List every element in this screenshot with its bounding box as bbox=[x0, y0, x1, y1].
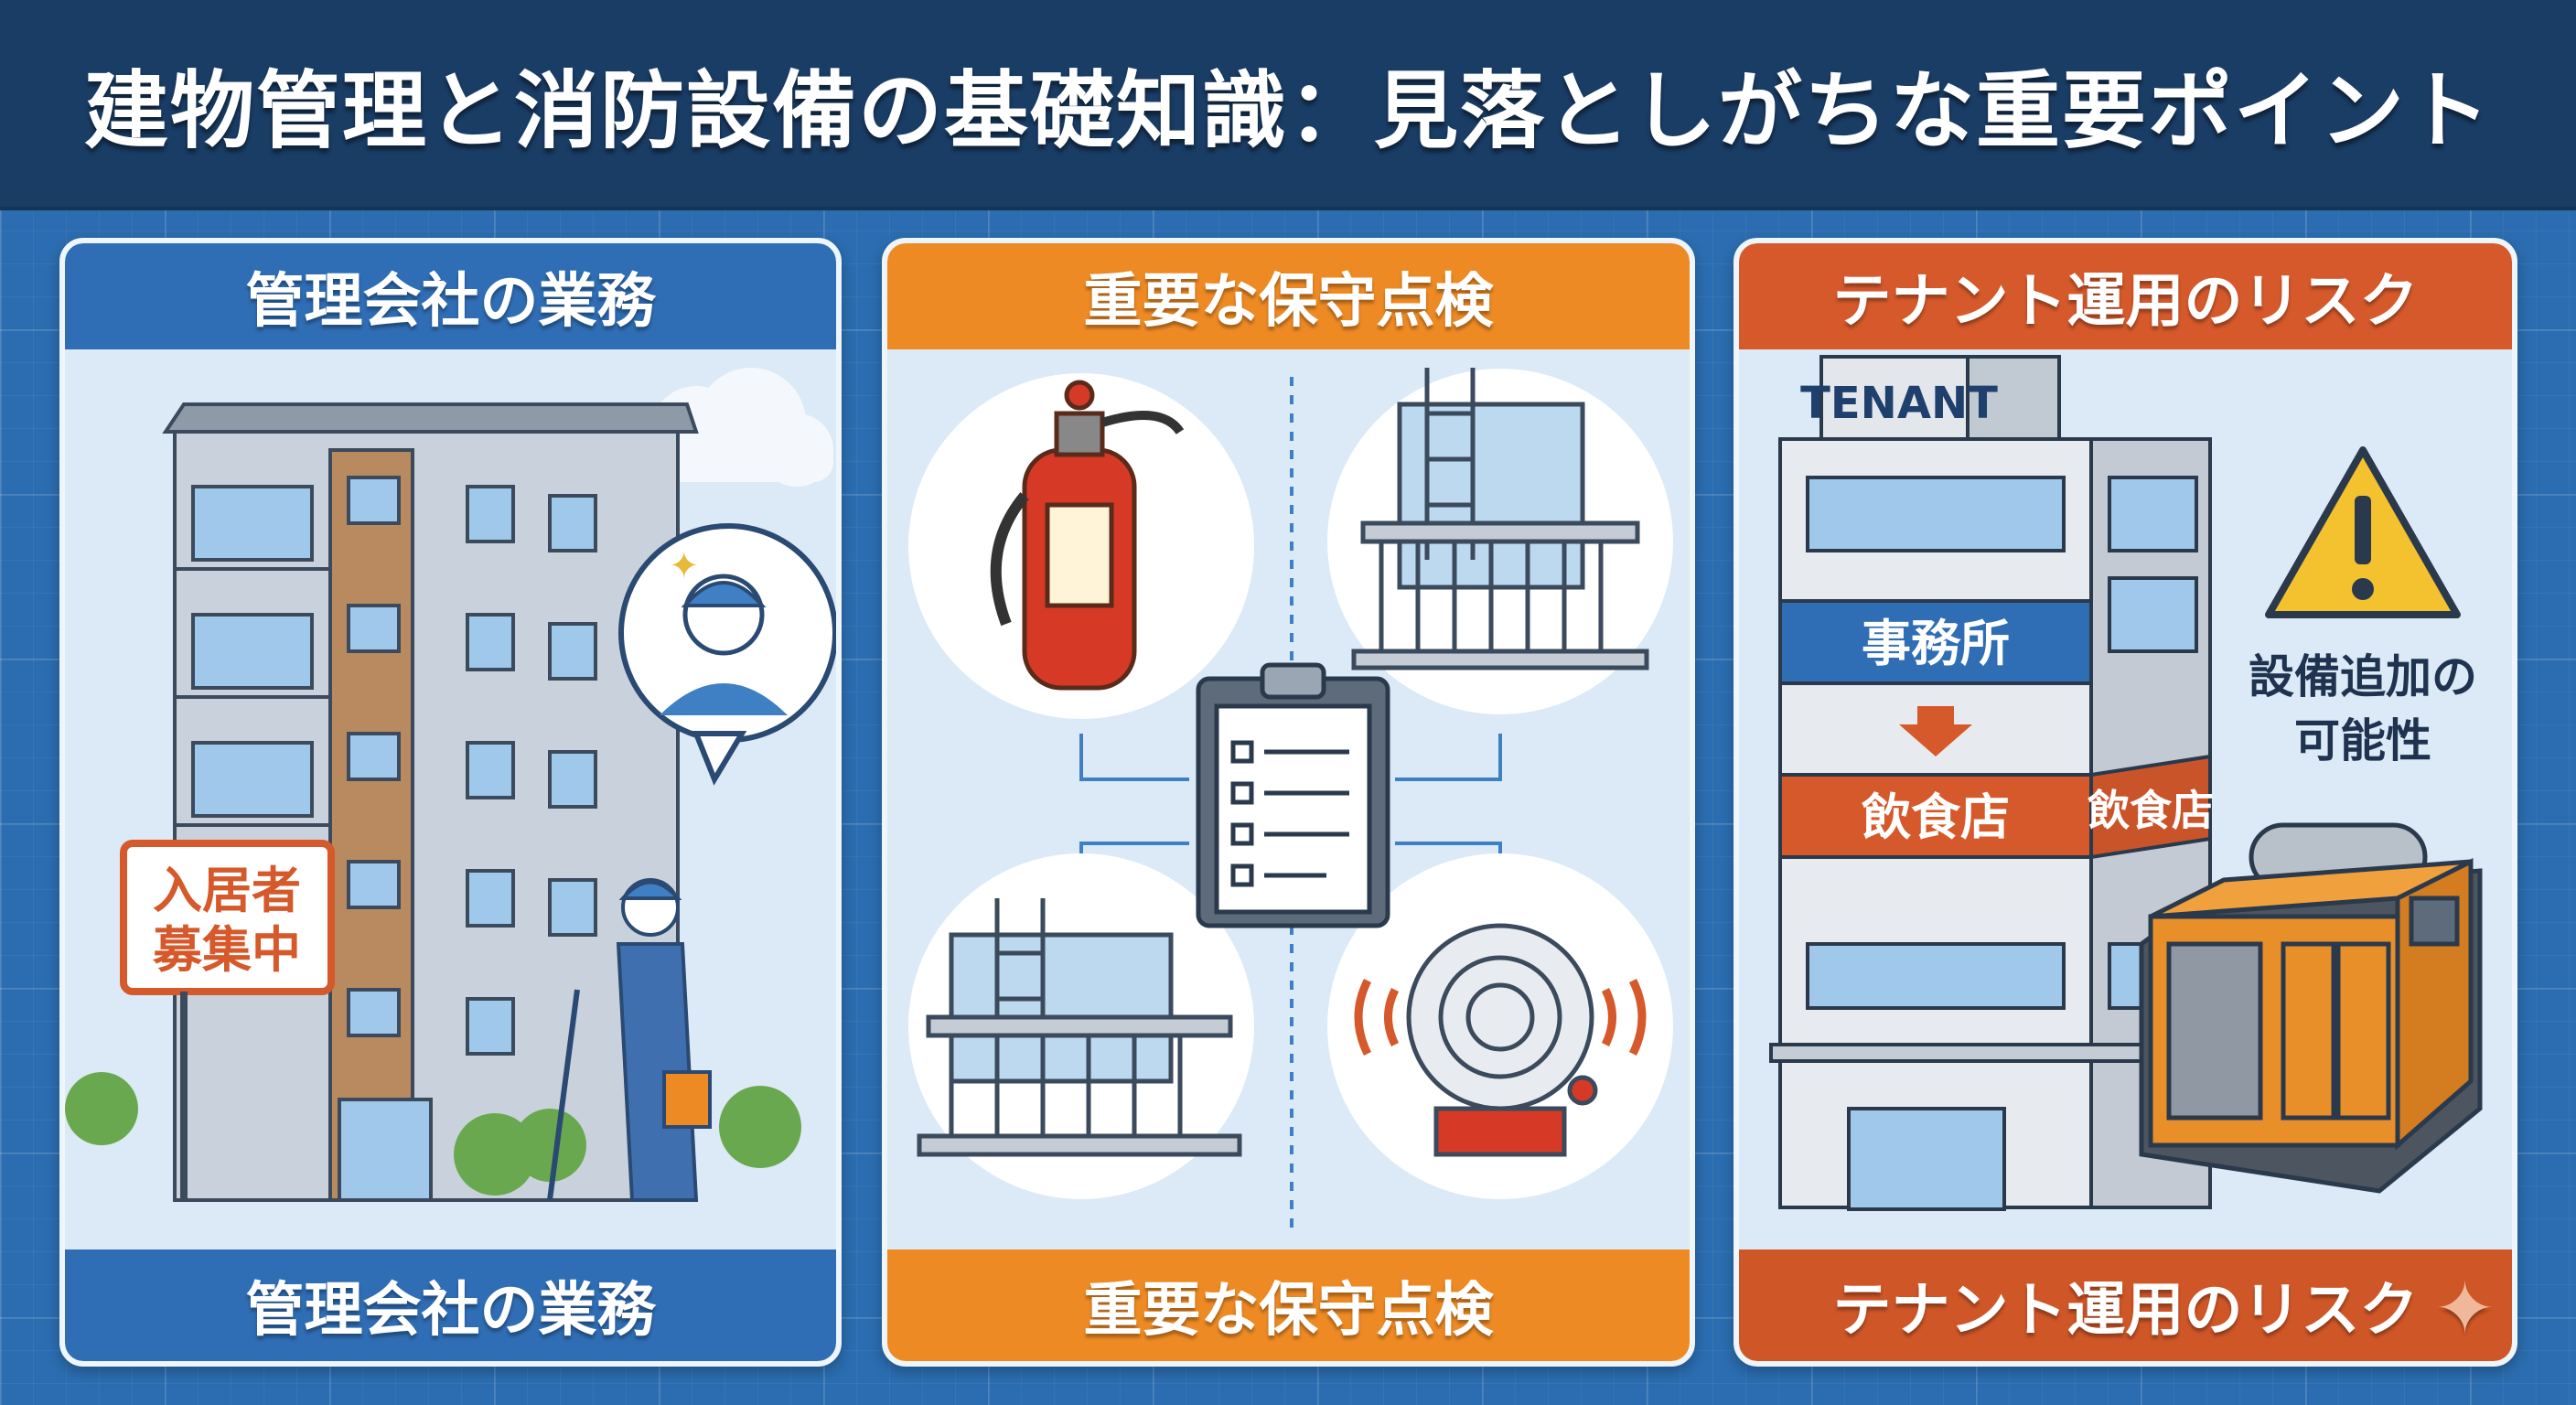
fire-alarm-bell-icon bbox=[1354, 923, 1647, 1157]
balcony-ladder-icon bbox=[1351, 368, 1649, 670]
warning-text-line-2: 可能性 bbox=[2294, 714, 2431, 767]
panel-management-company: 管理会社の業務 入居者 募集中 ✦ bbox=[59, 238, 842, 1367]
panel-title: 重要な保守点検 bbox=[887, 243, 1690, 349]
panel-body: TENANT 事務所 飲食店 飲食店 設備追加の 可能性 bbox=[1739, 349, 2512, 1249]
tenant-sign: TENANT bbox=[1800, 378, 1998, 429]
panel-footer: 重要な保守点検 bbox=[887, 1249, 1690, 1361]
panel-maintenance-inspection: 重要な保守点検 bbox=[882, 238, 1695, 1367]
floor-label-restaurant-side: 飲食店 bbox=[2088, 786, 2214, 835]
panel-body bbox=[887, 349, 1690, 1249]
fire-extinguisher-icon bbox=[990, 380, 1185, 691]
panel-footer-label: テナント運用のリスク bbox=[1832, 1277, 2419, 1345]
clipboard-checklist-icon bbox=[1196, 662, 1390, 928]
recruiting-sign: 入居者 募集中 bbox=[120, 840, 335, 1200]
floor-label-restaurant: 飲食店 bbox=[1862, 788, 2010, 846]
floor-label-office: 事務所 bbox=[1862, 615, 2010, 672]
building-icon: TENANT 事務所 飲食店 飲食店 bbox=[1769, 355, 2221, 1211]
cleaner-worker-icon bbox=[547, 878, 712, 1202]
building-illustration: 入居者 募集中 ✦ bbox=[65, 368, 836, 1202]
warning-text-line-1: 設備追加の bbox=[2249, 650, 2477, 703]
panel-body: 入居者 募集中 ✦ bbox=[65, 349, 836, 1249]
tenant-illustration: TENANT 事務所 飲食店 飲食店 設備追加の 可能性 bbox=[1769, 355, 2483, 1211]
sign-line-2: 募集中 bbox=[152, 921, 301, 979]
balcony-ladder-icon bbox=[917, 898, 1242, 1157]
building-icon bbox=[162, 402, 699, 1202]
sparkle-icon: ✦ bbox=[669, 545, 700, 587]
sign-line-1: 入居者 bbox=[153, 862, 301, 919]
sparkle-icon: ✦ bbox=[2433, 1266, 2496, 1351]
panel-tenant-risk: テナント運用のリスク TENANT 事務所 飲食店 飲食店 設備追加の 可能性 … bbox=[1733, 238, 2517, 1367]
panel-title: 管理会社の業務 bbox=[65, 243, 836, 349]
arrow-down-icon bbox=[1899, 706, 1972, 756]
panel-footer: テナント運用のリスク ✦ bbox=[1739, 1249, 2512, 1361]
inspection-illustration bbox=[908, 368, 1673, 1228]
tree-icon bbox=[65, 1072, 801, 1196]
warning-icon bbox=[2265, 446, 2461, 618]
header: 建物管理と消防設備の基礎知識：見落としがちな重要ポイント bbox=[0, 0, 2576, 210]
page-title: 建物管理と消防設備の基礎知識：見落としがちな重要ポイント bbox=[83, 61, 2492, 160]
cleaner-worker-bubble-icon: ✦ bbox=[618, 523, 836, 786]
generator-icon bbox=[2139, 822, 2483, 1194]
panel-title: テナント運用のリスク bbox=[1739, 243, 2512, 349]
panel-footer: 管理会社の業務 bbox=[65, 1249, 836, 1361]
